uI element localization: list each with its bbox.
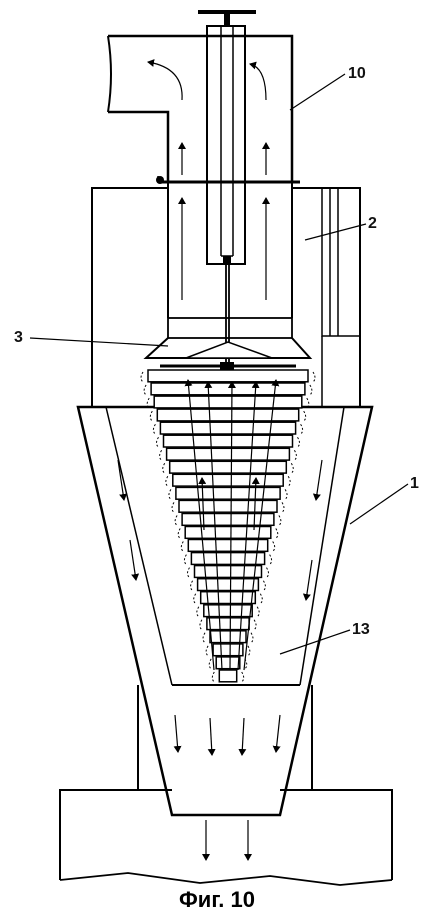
- swirl-flow-mark: [247, 645, 251, 657]
- swirl-flow-mark: [290, 463, 294, 474]
- swirl-flow-mark: [202, 632, 206, 644]
- swirl-flow-mark: [183, 554, 187, 565]
- inner-cone-step: [175, 486, 281, 500]
- swirl-flow-mark: [253, 619, 257, 631]
- outer-cone: [76, 405, 374, 817]
- swirl-flow-mark: [196, 606, 200, 618]
- inner-cone-step: [162, 434, 294, 448]
- swirl-flow-mark: [208, 658, 212, 670]
- inner-cone-step: [184, 525, 272, 540]
- inner-cone-step: [193, 564, 263, 579]
- inner-cone-step: [212, 643, 244, 657]
- inner-cone-step: [218, 669, 238, 683]
- swirl-flow-mark: [146, 397, 150, 409]
- swirl-flow-mark: [152, 423, 156, 435]
- swirl-flow-mark: [266, 567, 269, 578]
- swirl-flow-mark: [284, 489, 288, 500]
- swirl-flow-mark: [259, 593, 263, 605]
- swirl-flow-mark: [159, 450, 163, 461]
- swirl-flow-mark: [281, 502, 285, 513]
- swirl-flow-mark: [306, 397, 310, 409]
- handwheel: [198, 10, 256, 26]
- swirl-flow-mark: [193, 593, 197, 605]
- swirl-flow-mark: [300, 423, 304, 435]
- inner-cone-step: [203, 604, 253, 618]
- swirl-flow-mark: [241, 671, 245, 683]
- swirl-flow-mark: [250, 632, 254, 644]
- swirl-flow-mark: [297, 436, 300, 448]
- swirl-flow-mark: [156, 436, 159, 448]
- inner-cone-step: [172, 473, 284, 487]
- swirl-flow-mark: [190, 580, 194, 592]
- inner-cone-step: [153, 395, 303, 409]
- inner-cone-step: [147, 369, 309, 383]
- swirl-flow-mark: [211, 671, 215, 683]
- inner-cone-step: [156, 408, 300, 422]
- swirl-flow-mark: [262, 580, 266, 592]
- swirl-flow-mark: [272, 541, 276, 552]
- figure-caption: Фиг. 10: [179, 887, 255, 912]
- inlet-collar: [143, 317, 313, 370]
- inner-cone-step: [150, 382, 306, 396]
- outlet-duct: [107, 34, 294, 182]
- swirl-flow-mark: [312, 371, 316, 383]
- swirl-flow-mark: [174, 515, 178, 526]
- swirl-flow-mark: [177, 528, 181, 539]
- callout-label-1: 1: [410, 475, 419, 492]
- swirl-flow-mark: [171, 502, 175, 513]
- swirl-flow-mark: [140, 371, 144, 383]
- callout-leaders: [29, 73, 409, 655]
- inner-cone-step: [165, 447, 291, 461]
- swirl-flow-mark: [199, 619, 203, 631]
- callout-labels: 10 2 3 1 13: [14, 65, 419, 638]
- inner-cone-step: [199, 590, 257, 605]
- swirl-flow-mark: [256, 606, 260, 618]
- swirl-flow-mark: [278, 515, 282, 526]
- swirl-flow-mark: [269, 554, 273, 565]
- callout-label-3: 3: [14, 329, 23, 346]
- swirl-flow-mark: [275, 528, 279, 539]
- callout-label-10: 10: [348, 65, 366, 82]
- swirl-flow-mark: [309, 384, 313, 396]
- swirl-flow-mark: [303, 410, 307, 422]
- swirl-flow-mark: [205, 645, 209, 657]
- swirl-flow-mark: [149, 410, 153, 422]
- callout-label-2: 2: [368, 215, 377, 232]
- swirl-flow-mark: [162, 463, 166, 474]
- swirl-flow-mark: [287, 476, 291, 487]
- swirl-flow-mark: [293, 450, 297, 461]
- inner-cone-step: [215, 656, 241, 670]
- swirl-flow-mark: [180, 541, 184, 552]
- swirl-flow-mark: [143, 384, 147, 396]
- support-legs: [137, 685, 313, 790]
- inner-cone-step: [159, 421, 297, 435]
- central-shaft: [206, 25, 246, 372]
- callout-label-13: 13: [352, 621, 370, 638]
- inner-cone-step: [168, 460, 288, 474]
- inner-cone-step: [209, 630, 247, 644]
- stepped-inner-cone: [140, 369, 316, 683]
- inner-cone-step: [178, 499, 278, 513]
- swirl-flow-mark: [165, 476, 169, 487]
- inner-cone-step: [196, 577, 260, 592]
- base-hopper: [59, 789, 393, 886]
- swirl-flow-mark: [187, 567, 190, 578]
- inner-cone-step: [206, 617, 250, 631]
- swirl-flow-mark: [168, 489, 172, 500]
- inner-cone-step: [187, 538, 269, 553]
- inner-flow-arrows: [184, 379, 280, 671]
- inner-cone-step: [181, 512, 275, 527]
- housing: [91, 176, 361, 407]
- inner-cone-step: [190, 551, 266, 566]
